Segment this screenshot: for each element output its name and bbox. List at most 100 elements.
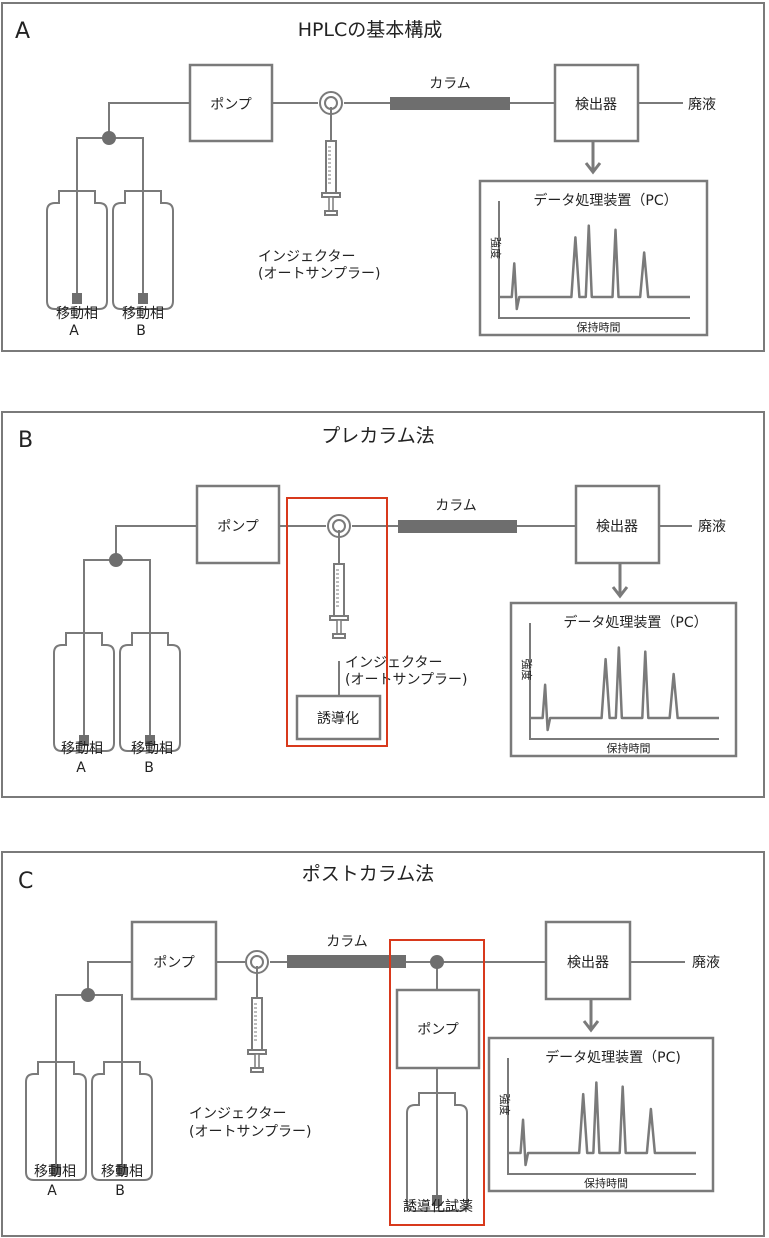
bottle-a-label: 移動相 xyxy=(56,306,98,322)
bottle-a xyxy=(53,628,115,752)
injector-sublabel: (オートサンプラー) xyxy=(189,1124,312,1140)
panel-letter: B xyxy=(18,428,33,453)
pc-title: データ処理装置（PC) xyxy=(545,1049,681,1066)
pump-label: ポンプ xyxy=(217,519,259,535)
pipe xyxy=(87,961,132,995)
junction-icon xyxy=(81,988,95,1002)
y-axis-label: 強度 xyxy=(520,659,534,681)
column-label: カラム xyxy=(326,934,368,950)
bottle-b-label: 移動相 xyxy=(131,741,173,757)
panel-b-frame xyxy=(1,411,765,798)
detector-label: 検出器 xyxy=(575,97,617,113)
detector-box xyxy=(553,63,640,143)
chart-axes xyxy=(498,201,690,319)
highlight-frame xyxy=(286,497,388,747)
y-axis-label: 強度 xyxy=(498,1094,512,1116)
panel-letter: C xyxy=(18,869,33,894)
syringe-icon xyxy=(321,107,341,216)
column-label: カラム xyxy=(435,498,477,514)
pc-title: データ処理装置（PC） xyxy=(533,192,677,209)
bottle-a-sublabel: A xyxy=(69,323,79,339)
pipe xyxy=(108,102,190,138)
bottle-a xyxy=(46,186,108,310)
bottle-a-sublabel: A xyxy=(47,1183,57,1199)
pump-box xyxy=(195,484,281,565)
junction-icon xyxy=(109,553,123,567)
y-axis-label: 強度 xyxy=(489,237,503,259)
pump-box xyxy=(130,920,218,1001)
highlight-frame xyxy=(389,939,485,1226)
chart-axes xyxy=(529,623,719,740)
pipe xyxy=(55,994,123,1066)
junction-icon xyxy=(430,955,444,969)
bottle-b xyxy=(91,1057,153,1181)
panel-c-frame xyxy=(1,851,765,1237)
waste-label: 廃液 xyxy=(698,518,726,535)
column-icon xyxy=(398,520,517,533)
pipe xyxy=(115,525,197,560)
bottle-b-sublabel: B xyxy=(144,760,154,776)
bottle-a-label: 移動相 xyxy=(61,741,103,757)
pc-title: データ処理装置（PC） xyxy=(563,614,707,631)
detector-box xyxy=(574,484,661,565)
injector-sublabel: (オートサンプラー) xyxy=(345,672,468,688)
filter-icon xyxy=(72,293,82,304)
x-axis-label: 保持時間 xyxy=(584,1176,628,1190)
pump-box xyxy=(188,63,274,143)
reagent-pump-label: ポンプ xyxy=(417,1022,459,1038)
chart-axes xyxy=(507,1058,696,1175)
arrow-down-icon xyxy=(584,141,602,175)
x-axis-label: 保持時間 xyxy=(577,320,621,334)
arrow-down-icon xyxy=(582,999,600,1033)
bottle-b xyxy=(112,186,174,310)
panel-title: HPLCの基本構成 xyxy=(298,19,443,41)
panel-a-frame xyxy=(1,2,765,352)
reagent-pump-box xyxy=(395,988,481,1070)
pump-label: ポンプ xyxy=(210,97,252,113)
junction-icon xyxy=(102,131,116,145)
syringe-icon xyxy=(329,530,349,639)
bottle-a-sublabel: A xyxy=(76,760,86,776)
bottle-a xyxy=(25,1057,87,1181)
injector-label: インジェクター xyxy=(345,655,442,671)
detector-label: 検出器 xyxy=(596,519,638,535)
bottle-b-sublabel: B xyxy=(115,1183,125,1199)
bottle-b-label: 移動相 xyxy=(122,306,164,322)
column-label: カラム xyxy=(429,76,471,92)
filter-icon xyxy=(79,735,89,746)
chromatogram-trace xyxy=(499,224,690,311)
bottle-b-sublabel: B xyxy=(136,323,146,339)
waste-label: 廃液 xyxy=(692,954,720,971)
reagent-label: 誘導化試薬 xyxy=(403,1199,473,1215)
chromatogram-trace xyxy=(508,1081,696,1167)
reagent-bottle xyxy=(406,1088,468,1212)
pump-label: ポンプ xyxy=(153,955,195,971)
filter-icon xyxy=(138,293,148,304)
filter-icon xyxy=(51,1164,61,1175)
chromatogram-trace xyxy=(530,646,719,732)
detector-box xyxy=(544,920,632,1001)
injector-label: インジェクター xyxy=(189,1106,286,1122)
panel-title: プレカラム法 xyxy=(321,425,434,447)
panel-c: C ポストカラム法 ポンプ インジェクター (オートサンプラー) カラム xyxy=(1,851,765,1237)
column-icon xyxy=(390,97,510,110)
derivatization-label: 誘導化 xyxy=(317,711,359,727)
panel-title: ポストカラム法 xyxy=(302,863,434,885)
arrow-down-icon xyxy=(611,563,629,599)
panel-a: A HPLCの基本構成 ポンプ インジェクター (オートサンプラー) カラム 検 xyxy=(1,2,765,352)
pipe xyxy=(83,559,151,638)
injector-label: インジェクター xyxy=(258,249,355,265)
syringe-icon xyxy=(247,966,267,1073)
bottle-a-label: 移動相 xyxy=(34,1164,76,1180)
detector-label: 検出器 xyxy=(567,955,609,971)
bottle-b-label: 移動相 xyxy=(101,1164,143,1180)
x-axis-label: 保持時間 xyxy=(607,741,651,755)
panel-letter: A xyxy=(15,19,30,44)
injector-sublabel: (オートサンプラー) xyxy=(258,266,381,282)
derivatization-box xyxy=(295,694,382,741)
bottle-b xyxy=(119,628,181,752)
